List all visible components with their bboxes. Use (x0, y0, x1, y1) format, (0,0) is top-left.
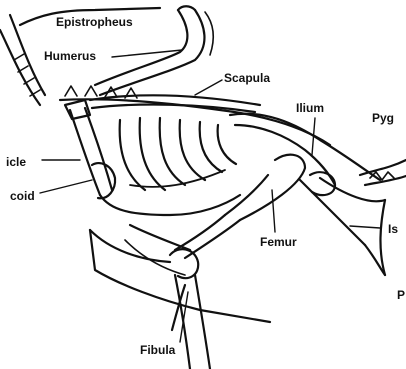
neck-vertebrae (0, 15, 45, 105)
ulna-bone (130, 225, 190, 250)
epistropheus-label: Epistropheus (56, 15, 133, 29)
ilium-bone (230, 114, 380, 195)
scapula-label: Scapula (224, 71, 270, 85)
humerus-label: Humerus (44, 49, 96, 63)
ilium-label: Ilium (296, 101, 324, 115)
ischium-bone (300, 178, 385, 275)
pygostyle-bone (360, 160, 406, 185)
clavicle-label: icle (6, 155, 26, 169)
tibiotarsus-bone (170, 249, 210, 369)
fibula-label: Fibula (140, 343, 175, 357)
femur-label: Femur (260, 235, 297, 249)
pygostyle-label: Pyg (372, 111, 394, 125)
coracoid-bone (65, 100, 115, 198)
ischium-label: Is (388, 222, 398, 236)
coracoid-label: coid (10, 189, 35, 203)
pubis-label: P (397, 288, 405, 302)
ribs (120, 118, 236, 190)
label-leaders (40, 50, 380, 342)
